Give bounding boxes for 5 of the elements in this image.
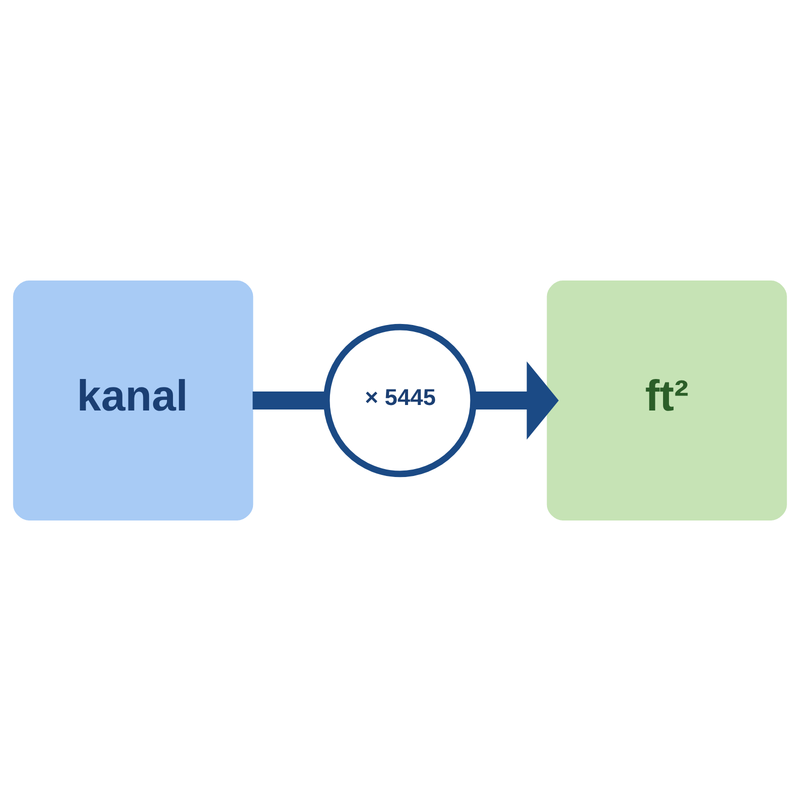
node-circle: × 5445 xyxy=(323,323,477,477)
connector xyxy=(252,391,326,409)
node-box: kanal xyxy=(13,280,254,520)
arrow xyxy=(474,360,559,440)
node-box: ft² xyxy=(546,280,787,520)
